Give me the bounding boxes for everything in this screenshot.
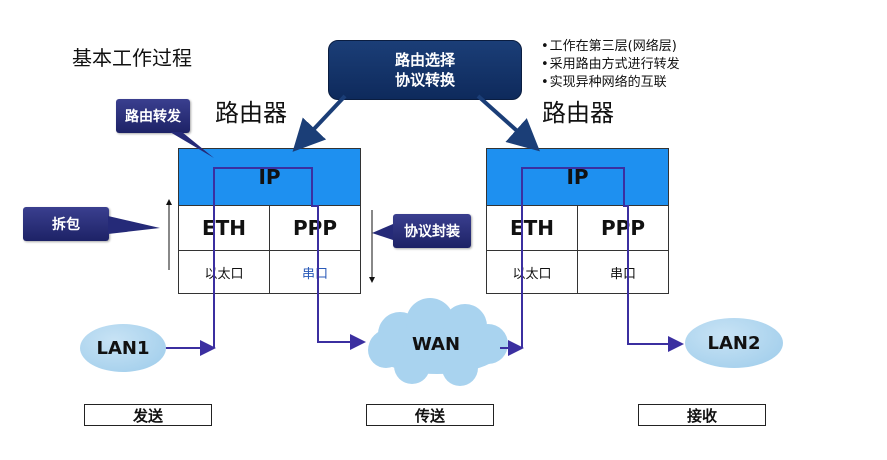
ip-layer: IP [487, 149, 668, 206]
router-left-stack: IP ETH PPP 以太口 串口 [178, 148, 361, 294]
wan-label: WAN [411, 334, 461, 355]
protocol-conversion-label: 协议转换 [394, 71, 455, 89]
path-router-left [213, 167, 366, 350]
route-forward-callout: 路由转发 [116, 99, 190, 133]
ip-layer: IP [179, 149, 360, 206]
ppp-protocol: PPP [270, 206, 360, 251]
encap-callout-pointer [372, 224, 393, 240]
stage-transmit: 传送 [366, 404, 494, 426]
stage-receive: 接收 [638, 404, 766, 426]
feature-item: 实现异种网络的互联 [541, 74, 680, 92]
top-box-left-arrow [292, 94, 347, 152]
lan1-node: LAN1 [80, 324, 166, 372]
unpack-callout-pointer [108, 216, 160, 234]
router-left-label: 路由器 [215, 99, 287, 127]
routing-selection-label: 路由选择 [394, 51, 455, 69]
lan2-node: LAN2 [685, 318, 783, 368]
feature-list: 工作在第三层(网络层) 采用路由方式进行转发 实现异种网络的互联 [541, 38, 680, 92]
unpack-callout: 拆包 [23, 207, 109, 241]
eth-protocol: ETH [487, 206, 578, 251]
serial-port: 串口 [609, 266, 636, 282]
encapsulation-callout: 协议封装 [393, 214, 471, 248]
routing-selection-box: 路由选择 协议转换 [328, 40, 522, 100]
page-title: 基本工作过程 [72, 46, 192, 70]
wan-cloud [368, 298, 508, 386]
serial-port: 串口 [301, 266, 328, 282]
eth-protocol: ETH [179, 206, 270, 251]
router-right-label: 路由器 [542, 99, 614, 127]
feature-item: 工作在第三层(网络层) [541, 38, 680, 56]
feature-item: 采用路由方式进行转发 [541, 56, 680, 74]
forward-callout-pointer [170, 132, 214, 158]
path-router-right [521, 167, 684, 352]
top-box-right-arrow [476, 94, 540, 152]
ppp-protocol: PPP [578, 206, 668, 251]
router-right-stack: IP ETH PPP 以太口 串口 [486, 148, 669, 294]
stage-send: 发送 [84, 404, 212, 426]
